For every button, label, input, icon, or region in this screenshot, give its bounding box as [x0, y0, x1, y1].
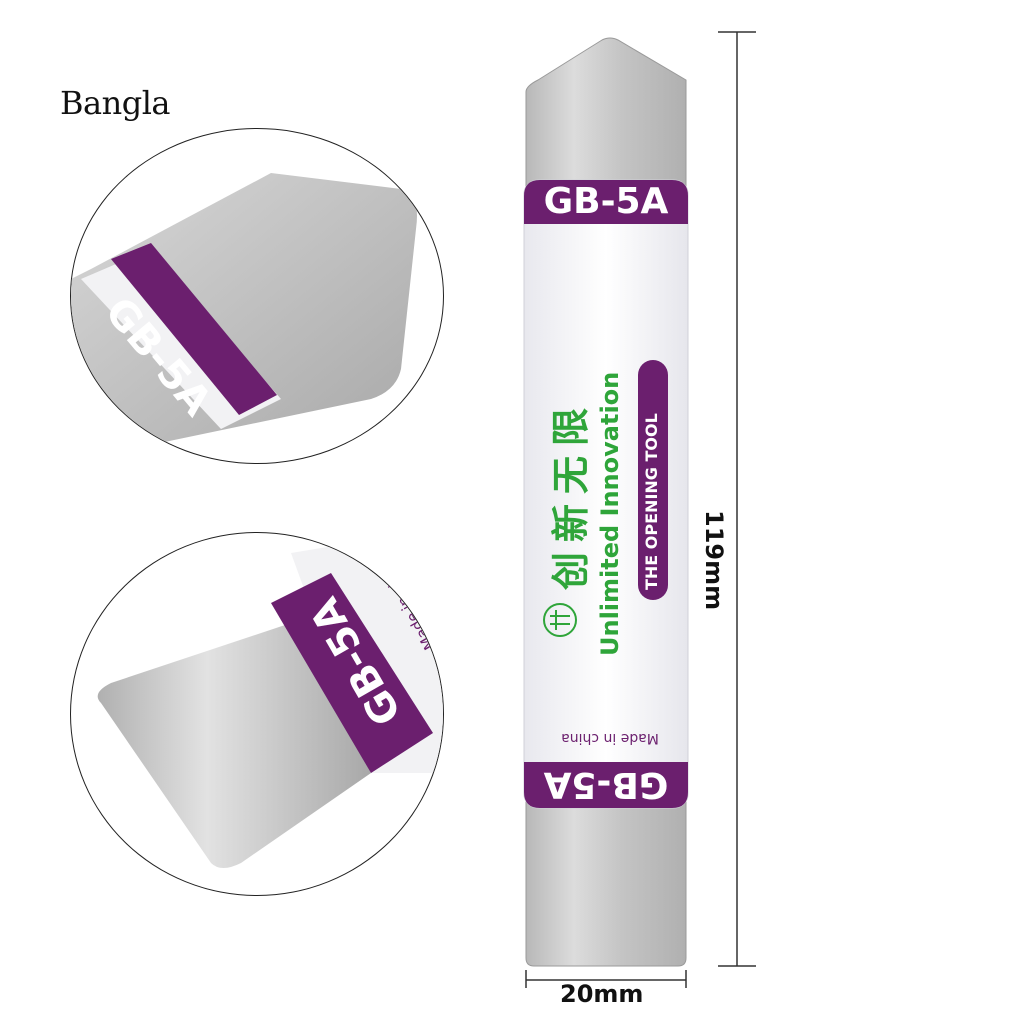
height-dimension-label: 119mm: [700, 510, 728, 611]
zoom-bottom-illustration: [97, 533, 443, 868]
english-slogan-text: Unlimited Innovation: [596, 371, 624, 656]
brand-logo-icon: [543, 603, 577, 637]
made-in-text: Made in china: [561, 730, 659, 746]
width-dimension-line: [525, 970, 687, 988]
height-dimension-line: [718, 31, 756, 967]
width-dimension-label: 20mm: [560, 980, 644, 1008]
tag-pill: [638, 360, 668, 600]
zoom-top-illustration: [71, 173, 417, 449]
zoom-circle-top: GB-5A: [70, 128, 444, 464]
bottom-model-text: GB-5A: [543, 764, 669, 805]
tag-text: THE OPENING TOOL: [642, 413, 661, 590]
bottom-model-band: [524, 762, 688, 808]
zoom-circle-bottom: GB-5A Made in china: [70, 532, 444, 896]
top-model-band: [524, 180, 688, 224]
chinese-slogan-text: 创新无限: [549, 397, 593, 590]
top-model-text: GB-5A: [543, 181, 669, 222]
brand-watermark: Bangla: [60, 84, 171, 122]
